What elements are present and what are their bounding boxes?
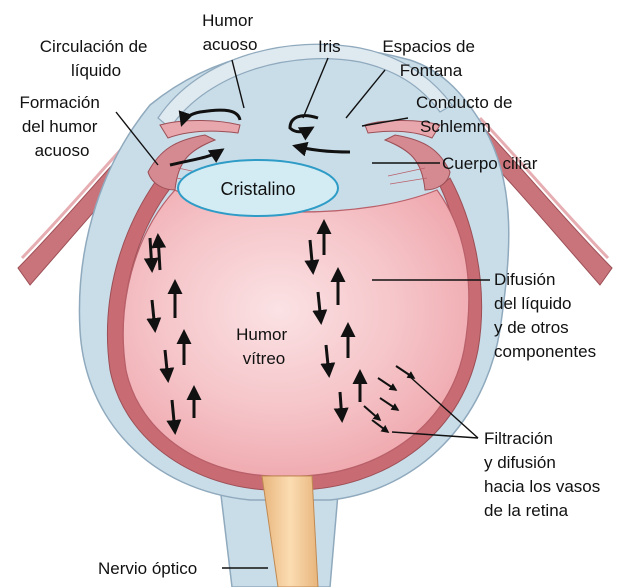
label-circulacion-de-liquido: Circulación de líquido: [40, 37, 152, 80]
label-cuerpo-ciliar: Cuerpo ciliar: [442, 154, 538, 173]
label-difusion: Difusión del líquido y de otros componen…: [494, 270, 596, 361]
label-iris: Iris: [318, 37, 341, 56]
label-filtracion: Filtración y difusión hacia los vasos de…: [484, 429, 605, 520]
label-nervio-optico: Nervio óptico: [98, 559, 197, 578]
label-cristalino: Cristalino: [220, 179, 295, 199]
label-formacion-del-humor-acuoso: Formación del humor acuoso: [19, 93, 104, 160]
label-humor-acuoso: Humor acuoso: [202, 11, 258, 54]
